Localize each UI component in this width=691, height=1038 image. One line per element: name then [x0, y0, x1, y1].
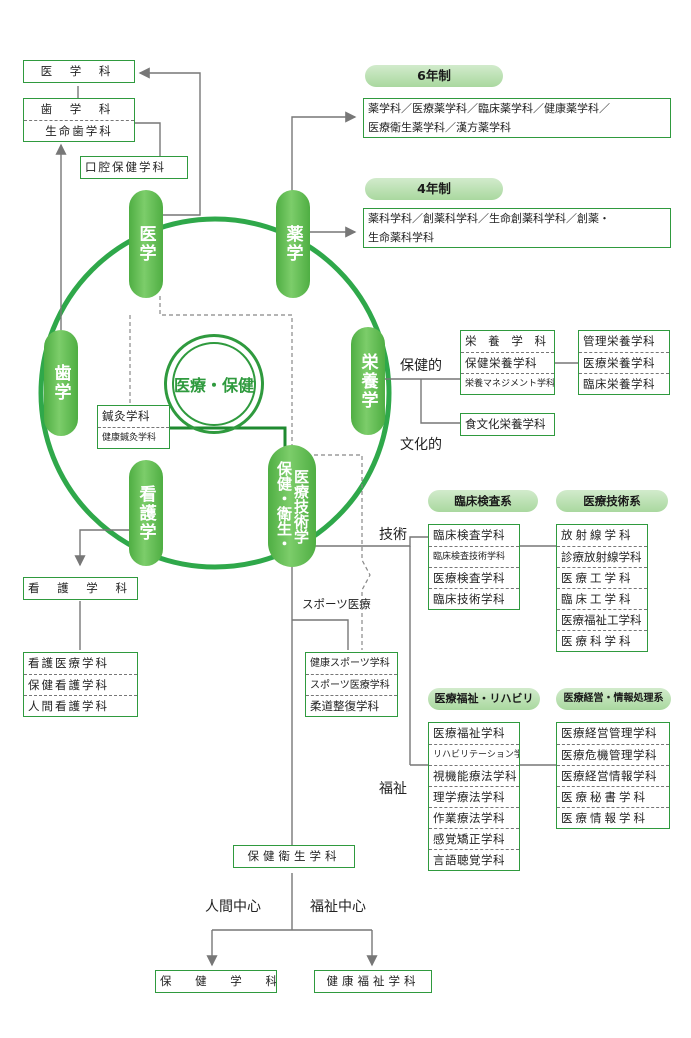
- box-igakuka: 医 学 科: [23, 60, 135, 83]
- box-item[interactable]: 生命薬科学科: [368, 231, 434, 244]
- box-koku: 口腔保健学科: [80, 156, 188, 179]
- box-item[interactable]: 保健衛生学科: [247, 849, 341, 863]
- box-item[interactable]: 人間看護学科: [24, 695, 137, 716]
- box-item[interactable]: 医療栄養学科: [579, 352, 669, 373]
- box-yaku6: 薬学科／医療薬学科／臨床薬学科／健康薬学科／ 医療衛生薬学科／漢方薬学科: [363, 98, 671, 138]
- box-item[interactable]: 臨床検査技術学科: [429, 546, 519, 567]
- box-item[interactable]: 看護医療学科: [28, 656, 109, 670]
- node-yakugaku[interactable]: 薬学: [276, 190, 310, 298]
- box-item[interactable]: 作業療法学科: [429, 807, 519, 828]
- box-item[interactable]: 医療衛生薬学科／漢方薬学科: [368, 121, 511, 134]
- box-item[interactable]: 臨床栄養学科: [579, 373, 669, 394]
- box-item[interactable]: 視機能療法学科: [429, 765, 519, 786]
- box-item[interactable]: 栄養マネジメント学科: [461, 373, 554, 394]
- box-yaku4: 薬科学科／創薬科学科／生命創薬科学科／創薬・ 生命薬科学科: [363, 208, 671, 248]
- box-item[interactable]: 医療福祉工学科: [557, 609, 647, 630]
- box-item[interactable]: 栄 養 学 科: [465, 334, 550, 348]
- node-shigaku[interactable]: 歯学: [44, 330, 78, 436]
- box-item[interactable]: 食文化栄養学科: [465, 417, 546, 431]
- box-kango-1: 看 護 学 科: [23, 577, 138, 600]
- pill-fukushi-riha: 医療福祉・リハビリ: [428, 688, 540, 710]
- box-item[interactable]: 医療検査学科: [429, 567, 519, 588]
- label-hokenteki: 保健的: [400, 358, 442, 374]
- box-keiei: 医療経営管理学科 医療危機管理学科 医療経営情報学科 医療秘書学科 医療情報学科: [556, 722, 670, 829]
- box-item[interactable]: 保 健 学 科: [160, 974, 276, 988]
- box-shigakuka: 歯 学 科 生命歯学科: [23, 98, 135, 142]
- box-item[interactable]: 医療経営情報学科: [557, 765, 669, 786]
- box-item[interactable]: 理学療法学科: [429, 786, 519, 807]
- box-kango-2: 看護医療学科 保健看護学科 人間看護学科: [23, 652, 138, 717]
- label-gijutsu: 技術: [379, 527, 407, 543]
- box-shoku: 食文化栄養学科: [460, 413, 555, 436]
- box-shinkyu: 鍼灸学科 健康鍼灸学科: [97, 405, 170, 449]
- label-ningen-chushin: 人間中心: [205, 899, 261, 915]
- box-item[interactable]: 健康鍼灸学科: [98, 427, 169, 448]
- box-item[interactable]: 医療工学科: [557, 567, 647, 588]
- box-item[interactable]: 診療放射線学科: [557, 546, 647, 567]
- box-item[interactable]: 医 学 科: [40, 64, 118, 78]
- center-label: 医療・保健: [172, 342, 256, 426]
- box-item[interactable]: 医療科学科: [557, 630, 647, 651]
- box-item[interactable]: 生命歯学科: [24, 120, 134, 141]
- label-fukushi-chushin: 福祉中心: [310, 899, 366, 915]
- box-item[interactable]: 健康福祉学科: [326, 974, 420, 988]
- pill-rinsho-kensa: 臨床検査系: [428, 490, 538, 512]
- label-sports: スポーツ医療: [302, 597, 371, 611]
- box-eiyo-2: 管理栄養学科 医療栄養学科 臨床栄養学科: [578, 330, 670, 395]
- center-emblem: 医療・保健: [164, 334, 264, 434]
- box-rinsho: 臨床検査学科 臨床検査技術学科 医療検査学科 臨床技術学科: [428, 524, 520, 610]
- box-item[interactable]: 柔道整復学科: [306, 695, 397, 716]
- box-item[interactable]: 言語聴覚学科: [429, 849, 519, 870]
- box-gijutsu: 放射線学科 診療放射線学科 医療工学科 臨床工学科 医療福祉工学科 医療科学科: [556, 524, 648, 652]
- pill-six-year: 6年制: [365, 65, 503, 87]
- box-fukushi: 医療福祉学科 リハビリテーション学科 視機能療法学科 理学療法学科 作業療法学科…: [428, 722, 520, 871]
- box-hokengaku: 保 健 学 科: [155, 970, 277, 993]
- node-hoken-col1: 保健・衛生・: [275, 461, 293, 551]
- box-item[interactable]: 医療危機管理学科: [557, 744, 669, 765]
- box-item[interactable]: 臨床工学科: [557, 588, 647, 609]
- box-item[interactable]: 放射線学科: [561, 528, 634, 542]
- box-item[interactable]: 臨床技術学科: [429, 588, 519, 609]
- box-item[interactable]: 医療情報学科: [557, 807, 669, 828]
- label-bunkateki: 文化的: [400, 437, 442, 453]
- main-ring: [38, 216, 392, 570]
- box-item[interactable]: 薬科学科／創薬科学科／生命創薬科学科／創薬・: [368, 212, 610, 225]
- node-eiyougaku[interactable]: 栄養学: [351, 327, 385, 435]
- box-item[interactable]: 臨床検査学科: [433, 528, 505, 542]
- node-igaku[interactable]: 医学: [129, 190, 163, 298]
- box-item[interactable]: 医療経営管理学科: [561, 726, 657, 740]
- box-item[interactable]: 保健栄養学科: [461, 352, 554, 373]
- label-fukushi: 福祉: [379, 781, 407, 797]
- box-sports: 健康スポーツ学科 スポーツ医療学科 柔道整復学科: [305, 652, 398, 717]
- box-item[interactable]: 薬学科／医療薬学科／臨床薬学科／健康薬学科／: [368, 102, 610, 115]
- box-item[interactable]: 鍼灸学科: [102, 409, 150, 423]
- box-item[interactable]: 医療福祉学科: [433, 726, 505, 740]
- node-hoken-iryo[interactable]: 保健・衛生・ 医療技術学: [268, 445, 316, 567]
- pill-keiei-joho: 医療経営・情報処理系: [556, 688, 671, 710]
- pill-four-year: 4年制: [365, 178, 503, 200]
- box-item[interactable]: リハビリテーション学科: [429, 744, 519, 765]
- box-eisei: 保健衛生学科: [233, 845, 355, 868]
- box-item[interactable]: 看 護 学 科: [28, 581, 134, 595]
- box-item[interactable]: 医療秘書学科: [557, 786, 669, 807]
- box-item[interactable]: 感覚矯正学科: [429, 828, 519, 849]
- node-kango[interactable]: 看護学: [129, 460, 163, 566]
- box-item[interactable]: 保健看護学科: [24, 674, 137, 695]
- box-item[interactable]: 健康スポーツ学科: [310, 658, 390, 669]
- box-eiyo-1: 栄 養 学 科 保健栄養学科 栄養マネジメント学科: [460, 330, 555, 395]
- box-kenko-fukushi: 健康福祉学科: [314, 970, 432, 993]
- box-item[interactable]: 管理栄養学科: [583, 334, 655, 348]
- box-item[interactable]: スポーツ医療学科: [306, 674, 397, 695]
- box-item[interactable]: 口腔保健学科: [85, 160, 166, 174]
- node-hoken-col2: 医療技術学: [292, 468, 310, 544]
- box-item[interactable]: 歯 学 科: [40, 102, 118, 116]
- pill-iryo-gijutsu: 医療技術系: [556, 490, 668, 512]
